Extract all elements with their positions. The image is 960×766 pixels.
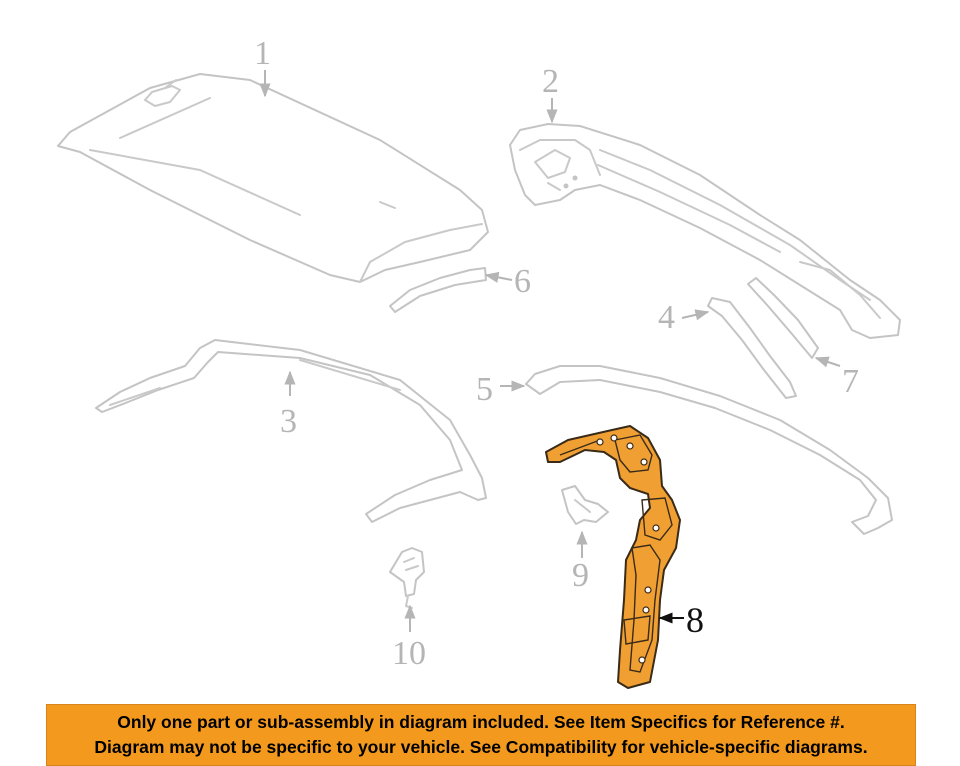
callout-9: 9 <box>572 557 589 594</box>
part-1-roof-panel <box>57 73 489 283</box>
part-9-bracket <box>561 485 609 525</box>
disclaimer-banner: Only one part or sub-assembly in diagram… <box>46 704 916 766</box>
callout-1: 1 <box>254 35 271 72</box>
callout-8: 8 <box>686 600 704 640</box>
parts-diagram: 1 2 3 4 5 6 7 8 9 10 <box>57 35 901 689</box>
part-10-clip <box>389 547 425 609</box>
callout-6: 6 <box>514 263 531 300</box>
callout-4: 4 <box>658 299 675 336</box>
disclaimer-line-2: Diagram may not be specific to your vehi… <box>94 737 868 757</box>
part-6-weatherstrip <box>389 267 487 313</box>
part-3-header-rail <box>95 339 487 523</box>
part-2-rear-frame <box>509 123 901 339</box>
callout-4-arrow <box>681 309 710 321</box>
part-7-trim-strip <box>747 277 819 359</box>
callout-10: 10 <box>392 635 426 672</box>
part-5-seal <box>525 365 893 535</box>
callout-7: 7 <box>842 363 859 400</box>
part-4-trim-strip <box>707 297 797 399</box>
callout-6-arrow <box>484 271 513 283</box>
disclaimer-line-1: Only one part or sub-assembly in diagram… <box>117 712 845 732</box>
callout-3: 3 <box>280 403 297 440</box>
callout-2: 2 <box>542 63 559 100</box>
part-8-hinge-assembly <box>545 425 681 689</box>
callout-5: 5 <box>476 371 493 408</box>
callout-7-arrow <box>814 356 841 368</box>
